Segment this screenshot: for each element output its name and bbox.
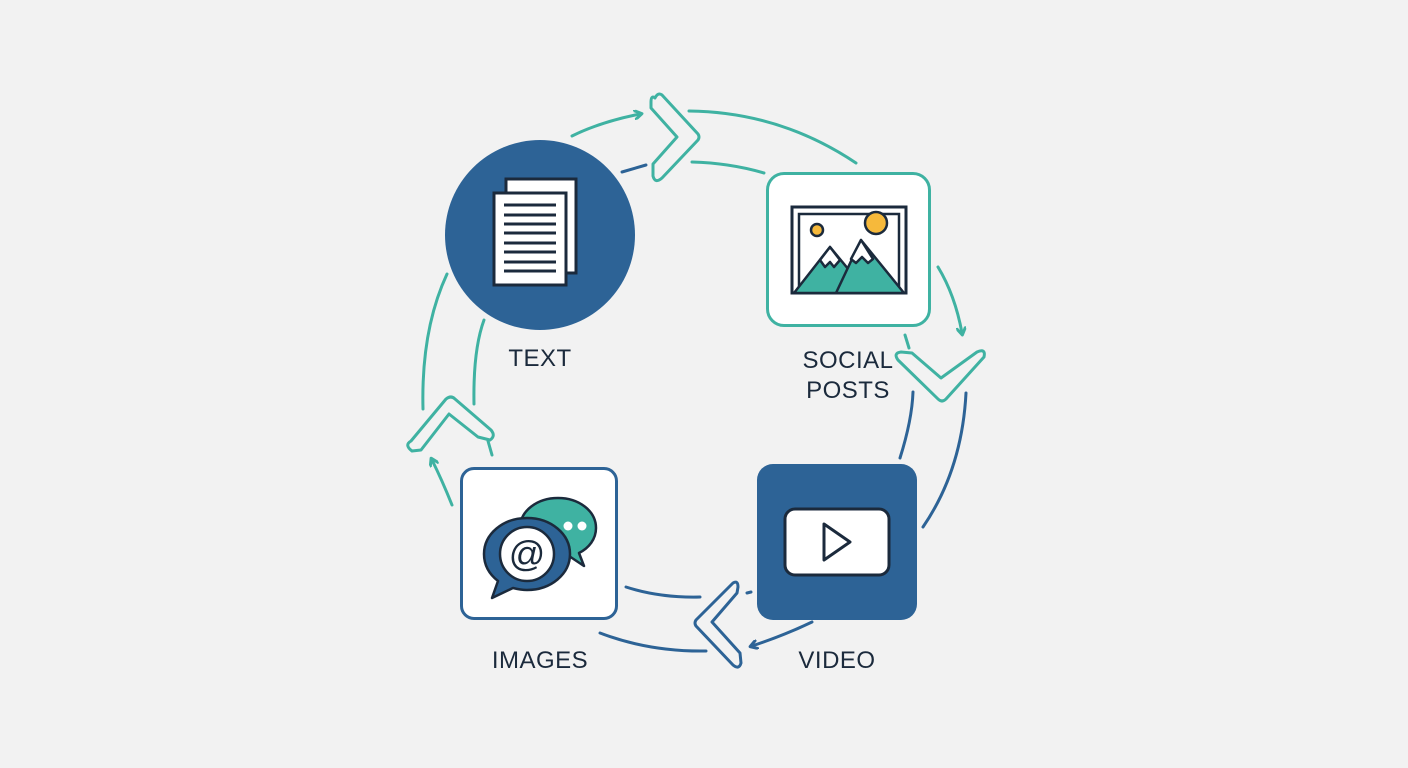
image-landscape-icon: [790, 205, 907, 294]
label-images: IMAGES: [491, 647, 589, 674]
connector-social-to-video: [894, 265, 986, 529]
chevron-up-icon: [406, 395, 495, 453]
node-video: [757, 464, 917, 620]
label-video: VIDEO: [798, 647, 876, 674]
svg-text:@: @: [509, 533, 546, 574]
play-button-icon: [783, 507, 891, 577]
connector-video-to-images: [598, 580, 814, 669]
label-social-line2: POSTS: [806, 377, 890, 404]
node-text: [445, 140, 635, 330]
chat-at-bubbles-icon: @: [482, 496, 598, 599]
node-images: @: [460, 467, 618, 620]
label-social-posts: SOCIAL POSTS: [778, 346, 918, 406]
connector-images-to-text: [406, 272, 495, 507]
chevron-down-icon: [894, 349, 986, 403]
connector-text-to-social: [570, 92, 858, 183]
documents-icon: [492, 177, 578, 287]
chevron-left-icon: [693, 580, 743, 669]
chevron-right-icon: [649, 92, 701, 183]
label-social-line1: SOCIAL: [802, 347, 894, 374]
node-social-posts: [766, 172, 931, 327]
label-text: TEXT: [508, 345, 572, 372]
